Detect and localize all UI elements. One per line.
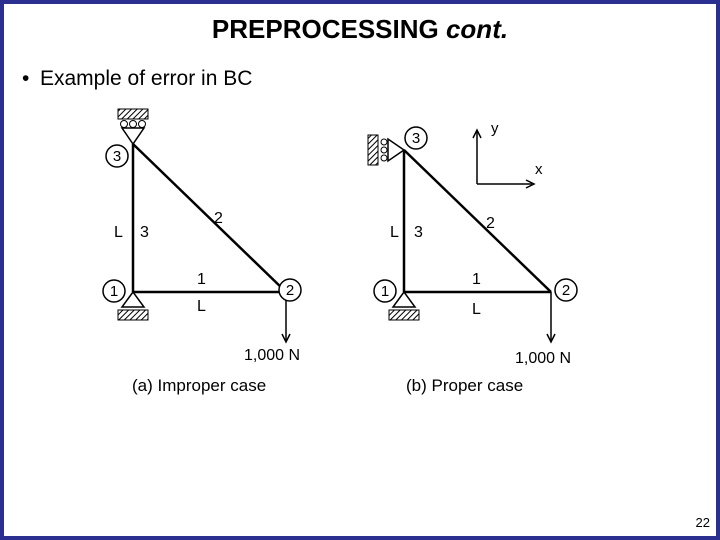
node-circle-a-1 [102, 279, 126, 303]
node-label-a-2: 2 [286, 282, 294, 299]
slide-title: PREPROCESSING cont. [4, 14, 716, 45]
figure-b: 1,000 N 3 1 2 L 3 2 1 L [367, 126, 578, 367]
caption-improper-case: (a) Improper case [132, 376, 267, 395]
element-label-b-bottom-L: L [472, 301, 481, 318]
node-label-b-2: 2 [562, 282, 570, 299]
bullet-item: • Example of error in BC [22, 67, 252, 91]
element-number-b-diagonal: 2 [486, 215, 495, 232]
node-label-b-3: 3 [412, 130, 420, 147]
wall-hatch-b-top [367, 134, 379, 166]
roller-a-top [120, 120, 146, 128]
node-circle-a-3 [105, 144, 129, 168]
y-axis-label: y [491, 120, 499, 137]
ground-hatch-b-bottom [388, 309, 420, 321]
caption-proper-case: (b) Proper case [406, 376, 524, 395]
element-label-a-left-L: L [114, 224, 123, 241]
node-label-a-3: 3 [113, 148, 121, 165]
element-number-a-left: 3 [140, 224, 149, 241]
node-circle-b-3 [404, 126, 428, 150]
node-circle-b-1 [373, 279, 397, 303]
title-main: PREPROCESSING [211, 14, 439, 44]
figure-a: 1,000 N 3 1 2 L 3 2 1 L [102, 108, 302, 364]
member-b-diagonal [403, 149, 552, 293]
load-label-a: 1,000 N [244, 347, 300, 364]
node-circle-a-2 [278, 278, 302, 302]
bullet-text: Example of error in BC [40, 67, 253, 90]
element-number-b-left: 3 [414, 224, 423, 241]
element-number-b-bottom: 1 [472, 271, 481, 288]
load-label-b: 1,000 N [515, 350, 571, 367]
load-arrowhead-a [281, 333, 291, 344]
member-a-diagonal [132, 143, 287, 293]
ground-hatch-a-top [117, 108, 149, 120]
load-arrowhead-b [546, 333, 556, 344]
roller-b-top [380, 138, 388, 162]
element-label-b-left-L: L [390, 224, 399, 241]
truss-diagrams: 1,000 N 3 1 2 L 3 2 1 L [102, 108, 578, 367]
node-circle-b-2 [554, 278, 578, 302]
support-triangle-b-bottom [391, 290, 417, 308]
y-axis-arrowhead [472, 128, 482, 139]
element-label-a-bottom-L: L [197, 298, 206, 315]
support-triangle-a-top [120, 127, 146, 146]
ground-hatch-a-bottom [117, 309, 149, 321]
node-label-b-1: 1 [381, 283, 389, 300]
page-number: 22 [695, 515, 710, 530]
element-number-a-bottom: 1 [197, 271, 206, 288]
support-triangle-b-top [387, 137, 406, 163]
coordinate-axes: y x [472, 120, 543, 189]
bullet-dot: • [22, 67, 30, 90]
node-label-a-1: 1 [110, 283, 118, 300]
x-axis-label: x [535, 161, 543, 178]
title-italic: cont. [445, 14, 509, 44]
support-triangle-a-bottom [120, 290, 146, 308]
x-axis-arrowhead [525, 179, 536, 189]
element-number-a-diagonal: 2 [214, 210, 223, 227]
